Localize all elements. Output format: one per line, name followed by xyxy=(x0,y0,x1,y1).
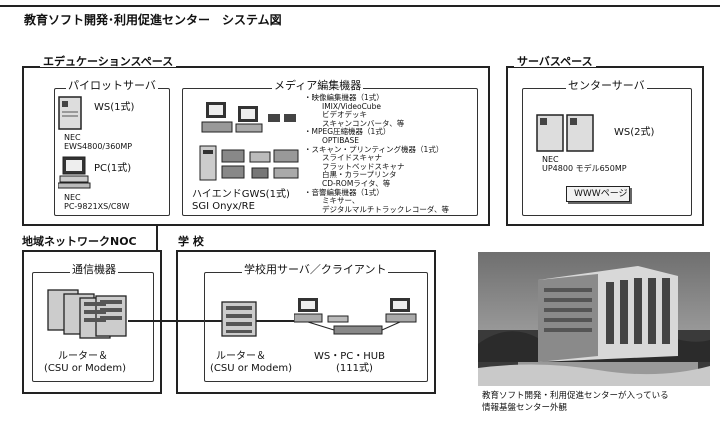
school-ws-line1: WS・PC・HUB xyxy=(314,351,385,362)
media-list-item: IMIX/VideoCube xyxy=(322,101,381,111)
media-list-item: 白黒・カラープリンタ xyxy=(322,170,397,180)
media-list-item: デジタルマルチトラックレコーダ、等 xyxy=(322,204,449,214)
media-list-item: ・映像編集機器（1式） xyxy=(304,93,384,102)
school-server-label: 学校用サーバ／クライアント xyxy=(242,263,389,276)
pilot-ws-label: WS(1式) xyxy=(94,102,135,113)
school-router-icon xyxy=(221,301,257,337)
media-list-item: ・音響編集機器（1式） xyxy=(304,187,384,197)
server-space-frame xyxy=(506,66,704,226)
photo-caption-line2: 情報基盤センター外観 xyxy=(482,403,568,413)
school-link-line xyxy=(256,320,296,322)
top-rule xyxy=(0,5,720,7)
pilot-pc-model-line2: PC-9821XS/C8W xyxy=(64,202,130,211)
highend-gws-label: ハイエンドGWS(1式) xyxy=(192,189,290,200)
connection-line-vertical xyxy=(156,226,158,250)
building-photo xyxy=(478,252,710,386)
pilot-ws-model-line2: EWS4800/360MP xyxy=(64,142,133,151)
noc-router-line2: (CSU or Modem) xyxy=(44,363,127,374)
school-router-line2: (CSU or Modem) xyxy=(210,363,293,374)
media-list-item: ビデオデッキ xyxy=(322,110,367,120)
noc-router-line1: ルーター＆ xyxy=(58,351,108,362)
media-list-item: フラットベッドスキャナ xyxy=(322,161,405,171)
school-ws-line2: (111式) xyxy=(336,363,373,374)
media-list-item: CD-ROMライタ、等 xyxy=(322,178,391,188)
video-editing-equipment-icon xyxy=(201,102,296,133)
pilot-ws-model-line1: NEC xyxy=(64,133,81,142)
workstation-tower-icon xyxy=(58,96,82,130)
comm-equipment-label: 通信機器 xyxy=(70,263,118,276)
center-ws-label: WS(2式) xyxy=(614,127,655,138)
www-page-label: WWWページ xyxy=(574,189,628,199)
pc-icon xyxy=(58,156,91,189)
pilot-server-label: パイロットサーバ xyxy=(66,79,158,92)
media-list-item: ・MPEG圧縮機器（1式） xyxy=(304,127,391,137)
pilot-pc-label: PC(1式) xyxy=(94,163,132,174)
media-list-item: ミキサー、 xyxy=(322,196,360,206)
school-router-line1: ルーター＆ xyxy=(216,351,266,362)
media-list-item: スキャンコンバータ、等 xyxy=(322,118,405,128)
highend-gws-model: SGI Onyx/RE xyxy=(192,201,255,212)
center-model-line1: NEC xyxy=(542,155,559,164)
media-editing-label: メディア編集機器 xyxy=(272,79,364,92)
school-network-equipment-icon xyxy=(294,298,417,335)
education-space-frame xyxy=(22,66,490,226)
school-label: 学 校 xyxy=(178,235,204,248)
photo-caption-line1: 教育ソフト開発・利用促進センターが入っている xyxy=(482,391,669,401)
education-space-label: エデュケーションスペース xyxy=(40,56,177,67)
router-rack-icon xyxy=(47,289,127,339)
school-frame xyxy=(176,250,436,394)
pilot-pc-model-line1: NEC xyxy=(64,193,81,202)
page-title: 教育ソフト開発･利用促進センター システム図 xyxy=(24,13,282,27)
media-list-item: スライドスキャナ xyxy=(322,153,382,163)
scanner-printer-equipment-icon xyxy=(199,145,299,181)
www-page-box xyxy=(566,186,630,202)
media-list-item: ・スキャン・プリンティング機器（1式） xyxy=(304,144,444,154)
center-model-line2: UP4800 モデル650MP xyxy=(542,164,627,173)
media-list-item: OPTIBASE xyxy=(322,135,359,145)
server-tower-icon xyxy=(536,114,594,152)
noc-label: 地域ネットワークNOC xyxy=(22,235,137,248)
server-space-label: サーバスペース xyxy=(514,56,596,67)
center-server-label: センターサーバ xyxy=(566,79,647,92)
media-equipment-list: ・映像編集機器（1式） IMIX/VideoCube ビデオデッキ スキャンコン… xyxy=(304,93,476,214)
noc-frame xyxy=(22,250,162,394)
